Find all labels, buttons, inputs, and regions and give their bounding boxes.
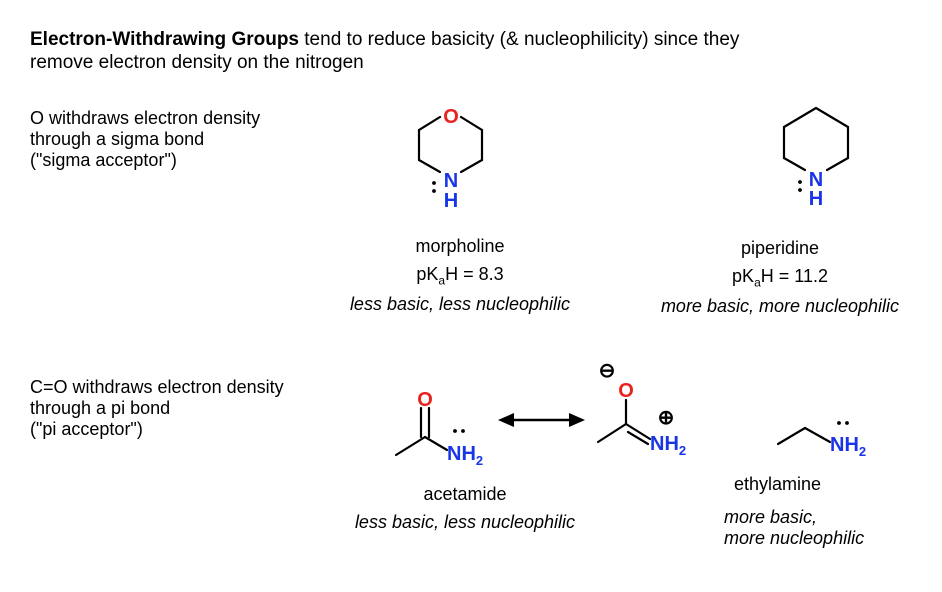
plus-charge-icon: ⊕ xyxy=(658,407,675,429)
morpholine-name: morpholine xyxy=(415,236,505,256)
acetamide-amine-group: NH2 xyxy=(447,443,483,468)
heading-line2: remove electron density on the nitrogen xyxy=(30,52,364,73)
piperidine-label-block: piperidine pKaH = 11.2 more basic, more … xyxy=(630,238,930,317)
heading-rest: tend to reduce basicity (& nucleophilici… xyxy=(299,29,740,50)
morpholine-description: less basic, less nucleophilic xyxy=(349,293,571,314)
resonance-arrow xyxy=(498,413,585,427)
piperidine-lone-pair xyxy=(798,180,802,192)
ethylamine-description: more basic, more nucleophilic xyxy=(724,507,865,548)
piperidine-name: piperidine xyxy=(740,238,820,258)
morpholine-ring xyxy=(417,115,484,174)
resonance-amine-group: NH2 xyxy=(650,433,686,458)
heading-bold: Electron-Withdrawing Groups xyxy=(30,29,299,50)
pi-acceptor-note: C=O withdraws electron density through a… xyxy=(30,377,284,439)
acetamide-bonds xyxy=(394,406,449,457)
morpholine-oxygen-atom: O xyxy=(443,106,459,128)
resonance-form-bonds xyxy=(596,398,652,446)
ethylamine-bonds xyxy=(776,426,832,446)
morpholine-pka: pKaH = 8.3 xyxy=(416,264,504,288)
minus-charge-icon: ⊖ xyxy=(599,360,616,382)
ethylamine-name: ethylamine xyxy=(734,474,822,494)
acetamide-label-block: acetamide less basic, less nucleophilic xyxy=(315,484,615,533)
resonance-oxygen-atom: O xyxy=(618,380,634,402)
page-heading: Electron-Withdrawing Groups tend to redu… xyxy=(30,28,910,74)
morpholine-nitrogen-atom: N xyxy=(444,170,458,192)
piperidine-nitrogen-atom: N xyxy=(809,169,823,191)
acetamide-oxygen-atom: O xyxy=(417,389,433,411)
piperidine-pka: pKaH = 11.2 xyxy=(732,266,828,290)
acetamide-description: less basic, less nucleophilic xyxy=(354,512,576,532)
ethylamine-lone-pair xyxy=(837,421,849,425)
piperidine-hydrogen-atom: H xyxy=(809,188,823,210)
piperidine-ring xyxy=(782,106,850,172)
piperidine-description: more basic, more nucleophilic xyxy=(660,295,900,316)
morpholine-lone-pair xyxy=(432,181,436,193)
ethylamine-amine-group: NH2 xyxy=(830,434,866,459)
morpholine-hydrogen-atom: H xyxy=(444,190,458,212)
morpholine-label-block: morpholine pKaH = 8.3 less basic, less n… xyxy=(310,236,610,315)
acetamide-lone-pair xyxy=(453,429,465,433)
acetamide-name: acetamide xyxy=(423,484,507,504)
sigma-acceptor-note: O withdraws electron density through a s… xyxy=(30,108,261,170)
